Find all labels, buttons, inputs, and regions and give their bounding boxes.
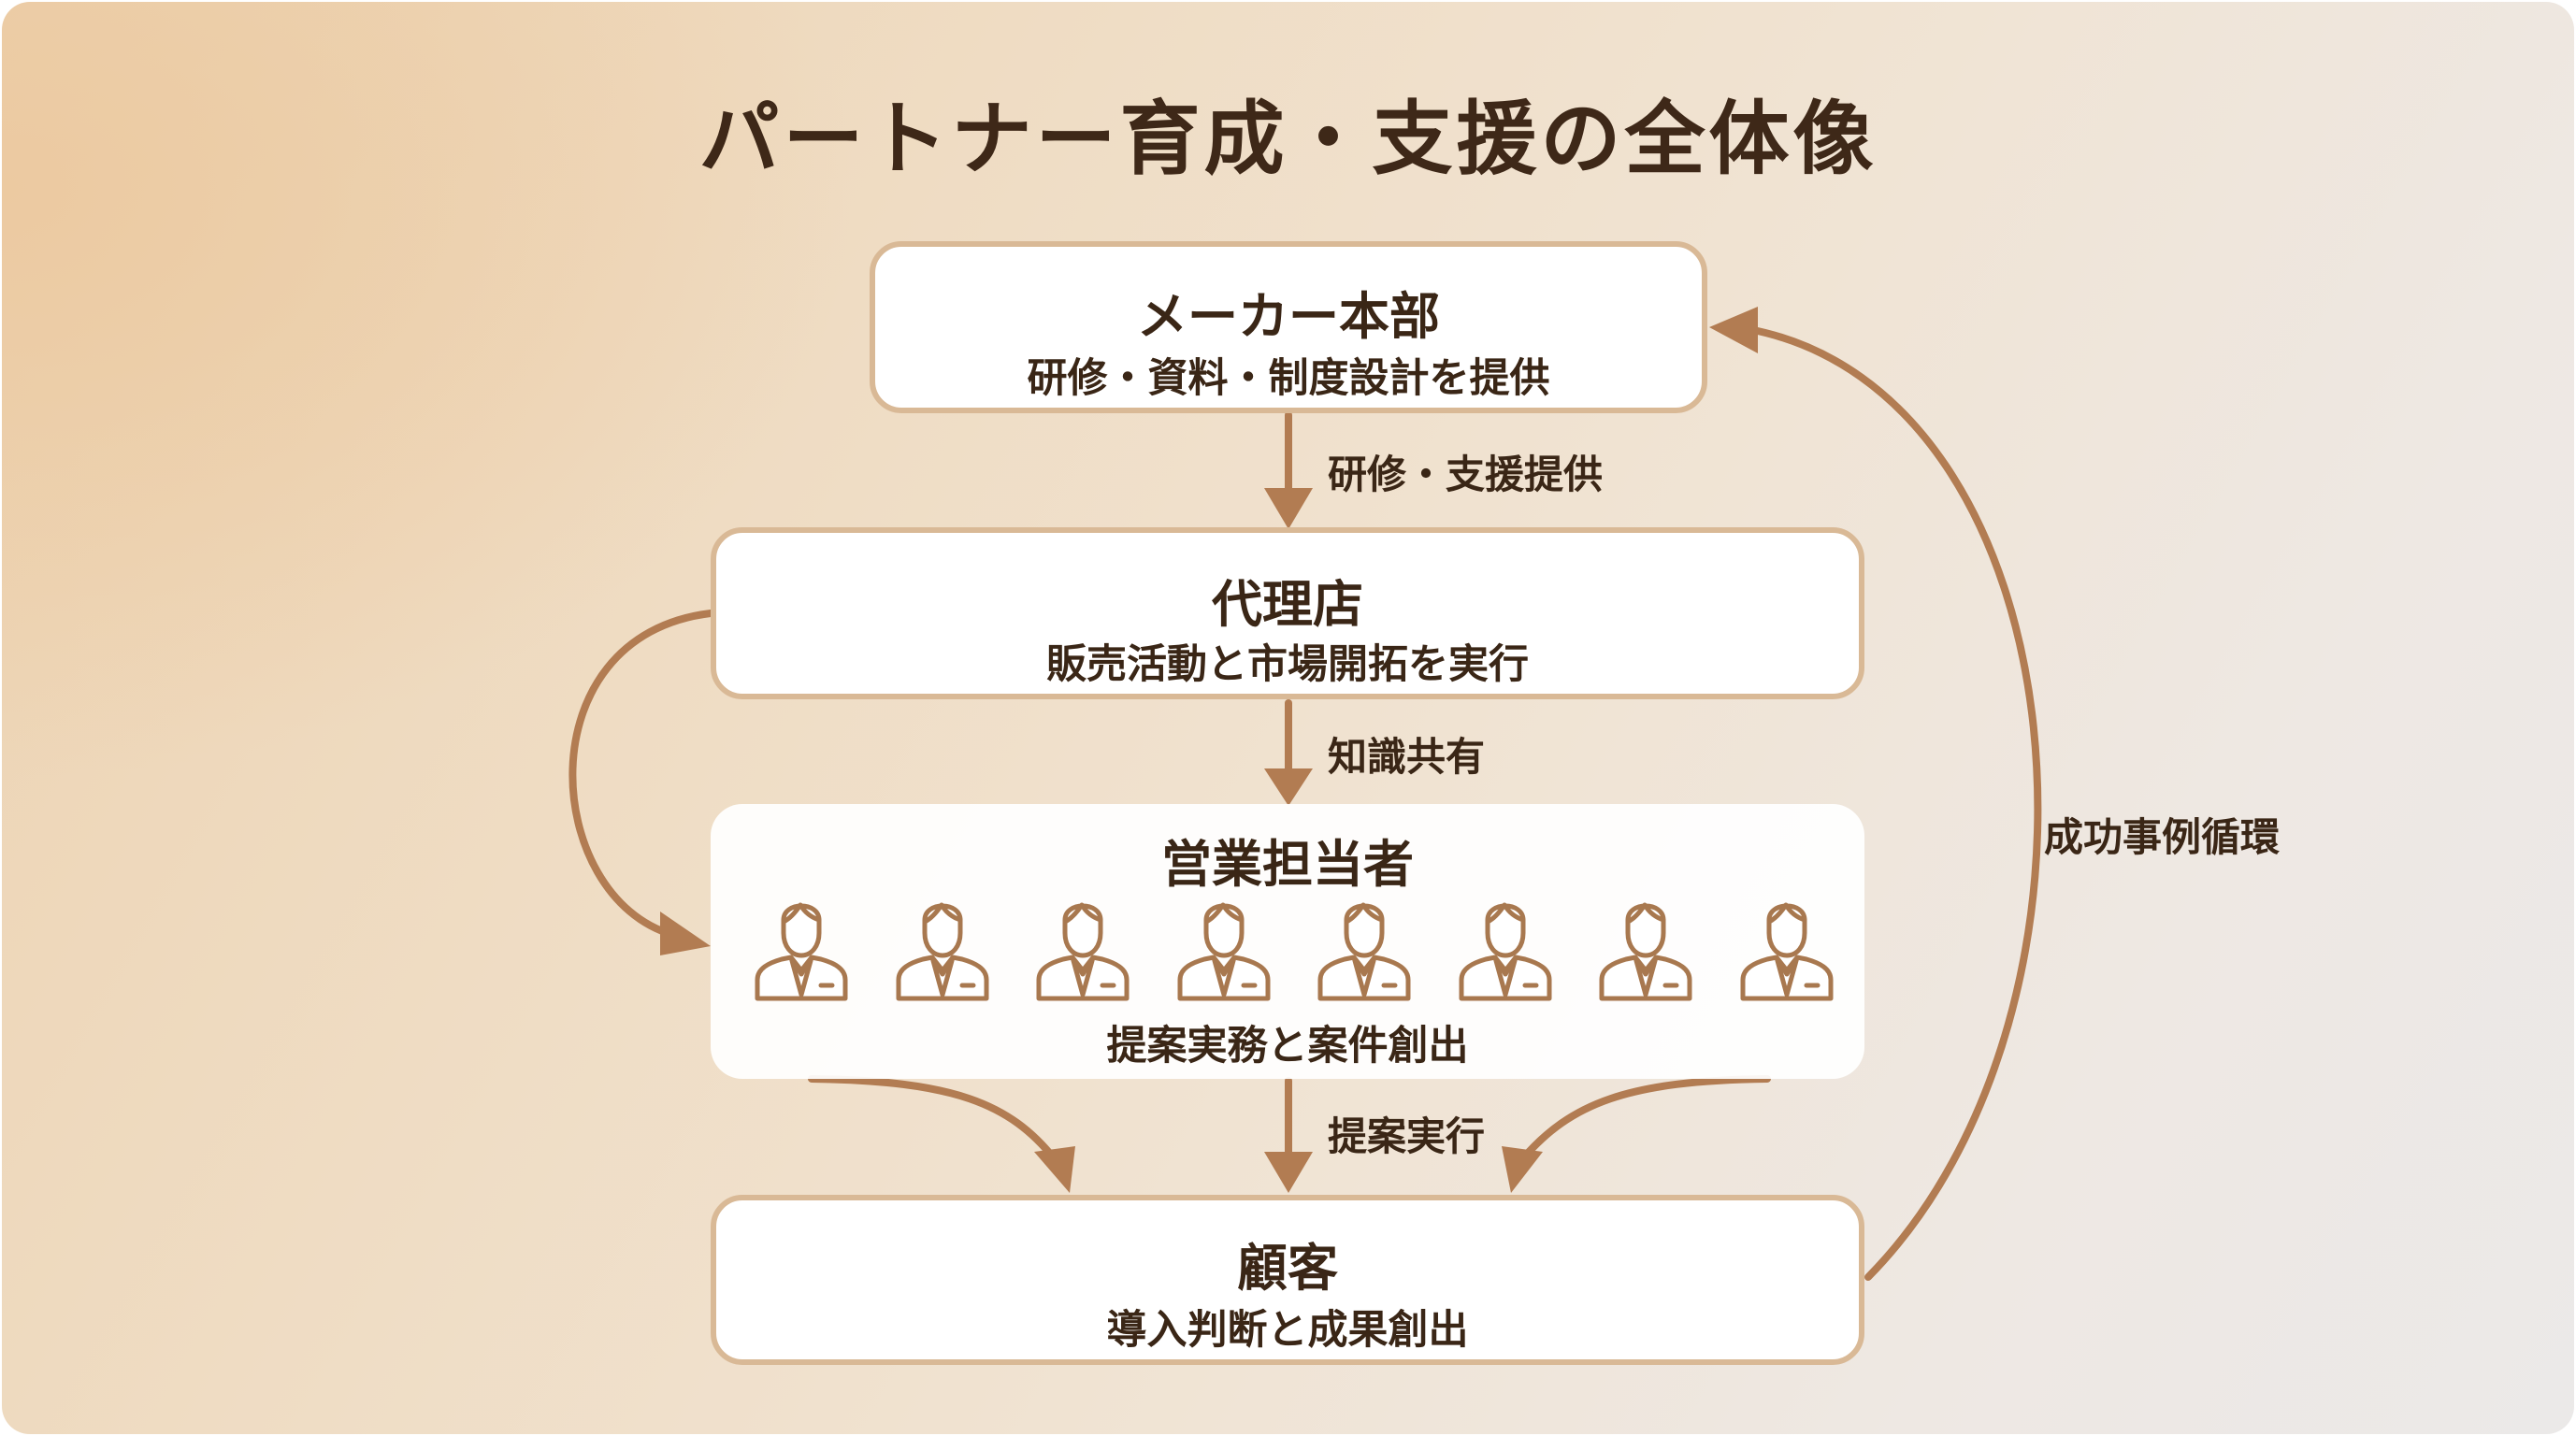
node-maker: メーカー本部 研修・資料・制度設計を提供 bbox=[870, 241, 1707, 413]
businessman-icon bbox=[750, 890, 853, 1002]
node-agency-subtitle: 販売活動と市場開拓を実行 bbox=[1046, 641, 1529, 688]
arrowhead-maker-to-agency bbox=[1264, 488, 1313, 529]
businessman-icon bbox=[1313, 890, 1416, 1002]
arrow-sales-left-to-customer bbox=[808, 1075, 1058, 1163]
arrowhead-sales-to-customer bbox=[1264, 1152, 1313, 1193]
arrowhead-agency-to-sales-side bbox=[660, 912, 711, 955]
edge-label-maker-to-agency: 研修・支援提供 bbox=[1328, 452, 1604, 497]
arrowhead-sales-right-to-customer bbox=[1502, 1146, 1543, 1193]
node-customer: 顧客 導入判断と成果創出 bbox=[711, 1195, 1864, 1365]
sales-people-row bbox=[711, 890, 1864, 1012]
node-maker-subtitle: 研修・資料・制度設計を提供 bbox=[1027, 355, 1550, 402]
arrowhead-agency-to-sales bbox=[1264, 768, 1313, 806]
node-agency: 代理店 販売活動と市場開拓を実行 bbox=[711, 527, 1864, 699]
arrowhead-success-loop bbox=[1709, 307, 1758, 353]
node-customer-title: 顧客 bbox=[1237, 1239, 1338, 1298]
node-maker-title: メーカー本部 bbox=[1137, 287, 1440, 346]
edge-label-agency-to-sales: 知識共有 bbox=[1328, 734, 1486, 780]
edge-label-sales-to-customer: 提案実行 bbox=[1328, 1113, 1486, 1159]
arrow-success-loop bbox=[1745, 325, 2042, 1281]
arrow-sales-right-to-customer bbox=[1518, 1075, 1771, 1163]
businessman-icon bbox=[1735, 890, 1838, 1002]
businessman-icon bbox=[1454, 890, 1557, 1002]
businessman-icon bbox=[1031, 890, 1134, 1002]
node-sales: 営業担当者 提案実務と案件創出 bbox=[711, 804, 1864, 1079]
node-sales-title: 営業担当者 bbox=[1161, 835, 1414, 894]
arrowhead-sales-left-to-customer bbox=[1034, 1146, 1075, 1193]
businessman-icon bbox=[891, 890, 994, 1002]
page-title: パートナー育成・支援の全体像 bbox=[698, 93, 1878, 186]
arrow-agency-to-sales-side bbox=[568, 610, 714, 939]
node-agency-title: 代理店 bbox=[1212, 575, 1363, 634]
businessman-icon bbox=[1594, 890, 1697, 1002]
node-sales-subtitle: 提案実務と案件創出 bbox=[1106, 1023, 1469, 1070]
edge-label-success-loop: 成功事例循環 bbox=[2044, 814, 2281, 860]
node-customer-subtitle: 導入判断と成果創出 bbox=[1106, 1307, 1469, 1354]
businessman-icon bbox=[1173, 890, 1275, 1002]
